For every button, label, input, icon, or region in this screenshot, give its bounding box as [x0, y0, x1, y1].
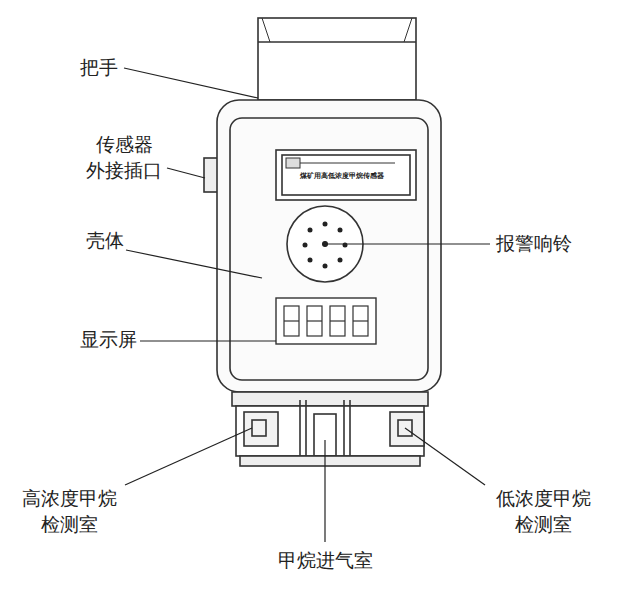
part-label: 甲烷进气室: [278, 548, 373, 574]
part-label: 高浓度甲烷 检测室: [14, 486, 124, 537]
nameplate-text: 煤矿用高低浓度甲烷传感器: [300, 172, 408, 180]
part-label: 壳体: [86, 228, 124, 254]
part-label: 显示屏: [80, 327, 137, 353]
part-label: 低浓度甲烷 检测室: [488, 486, 598, 537]
part-label: 把手: [80, 55, 118, 81]
part-label: 传感器 外接插口: [82, 132, 166, 183]
part-label: 报警响铃: [496, 231, 572, 257]
